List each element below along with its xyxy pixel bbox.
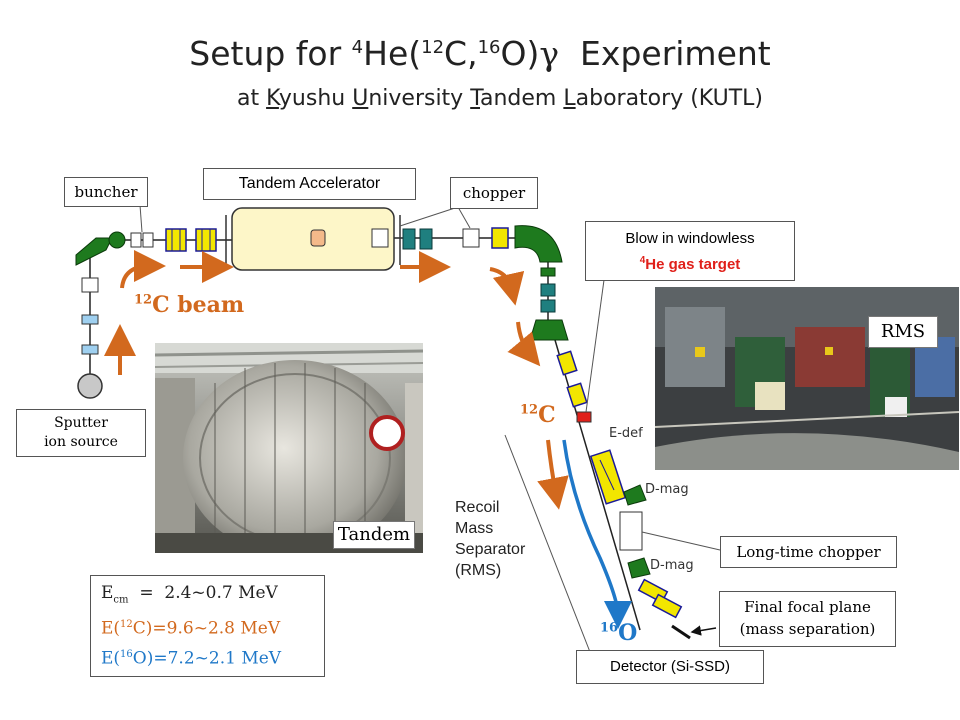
page-subtitle: at Kyushu University Tandem Laboratory (… [236,86,764,111]
callout-lines [139,204,721,653]
e-def-label: E-def [609,426,643,441]
left-element-3 [81,277,99,293]
rms-yellow-quads [556,350,592,423]
c12-energy-line: E(12C)=9.6~2.8 MeV [101,619,281,640]
steerer-2 [540,283,556,297]
tandem-photo: Tandem [155,343,423,553]
bending-magnet-icon [514,225,563,263]
final-focal-plane-icon [671,624,691,640]
teal-element-2 [419,228,433,250]
long-time-chopper-icon [619,511,643,551]
buncher-element-2 [142,232,154,248]
steerer-1 [540,267,556,277]
o16-energy-line: E(16O)=7.2~2.1 MeV [101,648,282,669]
steerer-3 [540,299,556,313]
final-focal-plane-label: Final focal plane (mass separation) [719,591,896,647]
final-quad-2 [651,593,683,619]
energy-ranges-box: Ecm = 2.4~0.7 MeV E(12C)=9.6~2.8 MeV E(1… [90,575,325,677]
final-focal-arrow [690,625,717,636]
rms-photo: RMS [655,287,959,470]
buncher-lens-icon [108,231,126,249]
d-mag-1-icon [623,484,647,506]
tandem-photo-drawing [155,343,423,553]
o16-trajectory-arrow [562,439,632,629]
terminal-icon [310,229,326,247]
buncher-element-1 [130,232,142,248]
d-mag-2-icon [627,557,651,579]
rms-quad-icon [529,319,569,341]
yellow-quad-upper [491,227,509,249]
sputter-ion-source-label: Sputter ion source [16,409,146,457]
rms-photo-label: RMS [868,316,938,348]
tandem-accelerator-label: Tandem Accelerator [203,168,416,200]
c12-label: 12C [520,402,556,428]
detector-label: Detector (Si-SSD) [576,650,764,684]
gas-target-label: Blow in windowless 4He gas target [585,221,795,281]
teal-element-1 [402,228,416,250]
recoil-mass-separator-label: Recoil Mass Separator (RMS) [455,499,526,579]
tandem-photo-label: Tandem [333,521,415,549]
gas-target-icon [576,411,592,423]
c12-beam-label: 12C beam [134,292,245,318]
tank-element-icon [371,228,389,248]
o16-label: 16O [600,620,638,646]
inflector-magnet-icon [75,237,113,266]
beam-arrows-orange [104,250,569,510]
d-mag-2-label: D-mag [650,558,694,573]
d-mag-1-label: D-mag [645,482,689,497]
yellow-quads-left [165,228,217,252]
page-title: Setup for 4He(12C,16O)γ Experiment [189,34,771,73]
e-def-element [589,449,627,505]
buncher-label: buncher [64,177,148,207]
left-element-2 [81,314,99,325]
ecm-line: Ecm = 2.4~0.7 MeV [101,583,278,606]
chopper-element-icon [462,228,480,248]
chopper-label: chopper [450,177,538,209]
left-element-1 [81,344,99,355]
ion-source-icon [77,373,103,399]
long-time-chopper-label: Long-time chopper [720,536,897,568]
